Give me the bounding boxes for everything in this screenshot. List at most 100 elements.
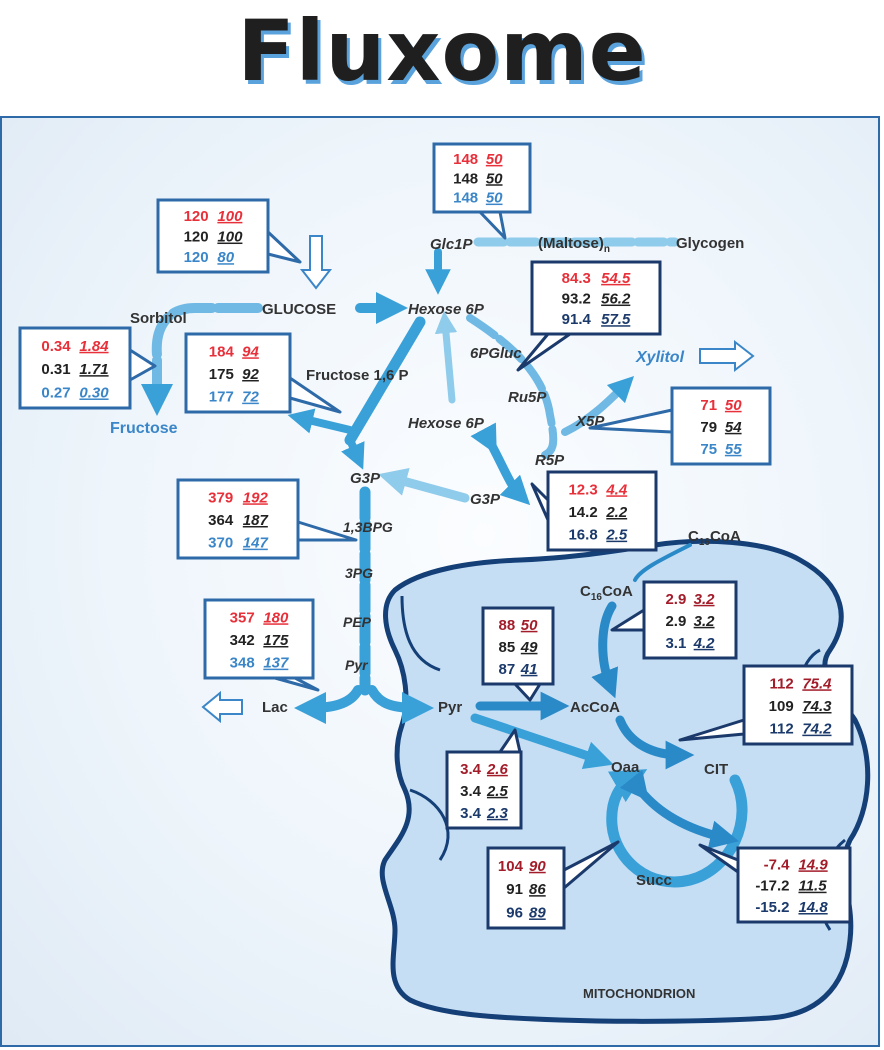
flux-value: 84.3 [562,270,591,287]
flux-value-relative: 90 [529,858,546,875]
arrow-pyr-mito [367,685,435,724]
flux-value: -15.2 [755,899,789,916]
flux-value-relative: 92 [242,366,259,383]
c16coa-out-sub: 16 [699,537,711,548]
flux-value-relative: 50 [486,190,503,207]
arrow-hexose6p-ru5p [466,314,558,459]
flux-box-pointer [478,210,507,240]
flux-value-relative: 50 [486,151,503,168]
flux-box-inner [436,146,528,210]
flux-box-inner [485,610,551,682]
flux-value: 175 [209,366,234,383]
flux-value: 91 [506,881,523,898]
flux-value: 91.4 [562,311,592,328]
flux-box-pointer [562,840,620,890]
flux-value: 12.3 [568,481,597,498]
flux-value-relative: 180 [263,609,289,626]
label-lac: Lac [262,699,288,716]
label-glucose: GLUCOSE [262,301,336,318]
arrow-glucose-sorbitol [140,303,263,417]
arrow-f16p-split-left [287,408,354,434]
flux-value-relative: 14.9 [798,856,828,873]
label-maltose-text: (Maltose) [538,235,604,252]
flux-value-relative: 86 [529,881,546,898]
c16coa-out-tail: CoA [710,528,741,545]
flux-value-relative: 57.5 [601,311,631,328]
flux-value: -7.4 [764,856,791,873]
flux-value: 79 [700,419,717,436]
flux-value: 0.34 [41,338,71,355]
label-ru5p: Ru5P [508,389,547,406]
flux-value: 342 [230,632,255,649]
flux-value-relative: 3.2 [694,613,716,630]
flux-value: 85 [499,639,516,656]
flux-box-inner [22,330,128,406]
lactate-out-arrow [201,690,243,724]
flux-value: 104 [498,858,524,875]
flux-box-pointer [516,332,572,372]
flux-box-pointer [588,408,674,434]
flux-value-relative: 54 [725,419,742,436]
flux-value-relative: 74.2 [802,721,832,738]
flux-value: 370 [208,535,233,552]
flux-value-relative: 2.5 [486,783,509,800]
label-mitochondrion: MITOCHONDRION [583,986,695,1001]
flux-box-pointer [296,520,358,542]
flux-value-relative: 14.8 [798,899,828,916]
arrow-accoa-cit [615,715,695,770]
flux-value-relative: 56.2 [601,291,631,308]
c16coa-in-tail: CoA [602,583,633,600]
flux-value-relative: 4.4 [605,481,628,498]
flux-box-pointer [610,608,646,632]
label-fructose: Fructose [110,420,178,437]
flux-value: 148 [453,151,478,168]
flux-value-relative: 4.2 [693,635,716,652]
flux-value: 3.4 [460,783,482,800]
label-fructose16p: Fructose 1,6 P [306,367,409,384]
flux-value: 75 [700,441,717,458]
flux-value: 0.31 [41,361,70,378]
flux-value-relative: 49 [520,639,538,656]
flux-box-pointer [273,676,320,692]
flux-value-relative: 2.3 [486,805,509,822]
arrow-hexose6p-f16p [344,316,426,446]
label-glc1p: Glc1P [430,236,474,253]
flux-value-relative: 100 [217,229,243,246]
label-maltose: (Maltose)n [538,235,610,255]
flux-value-relative: 2.5 [605,527,628,544]
label-6pgluc: 6PGluc [470,345,522,362]
flux-value-relative: 75.4 [802,675,832,692]
flux-value-relative: 72 [242,389,259,406]
metabolite-labels: Glc1P (Maltose)n Glycogen GLUCOSE Hexose… [110,235,744,1001]
flux-value: 0.27 [41,384,70,401]
arrow-hexose6p-mid-up [434,310,458,404]
label-pyr: Pyr [345,657,369,673]
flux-value-relative: 0.30 [79,384,109,401]
arrow-pyr-oaa [470,713,614,770]
arrow-x5p-xylitol [561,375,635,436]
label-glycogen: Glycogen [676,235,744,252]
flux-value: 71 [700,397,717,414]
mitochondrion-inner-fold-1 [400,595,441,672]
flux-box-inner [490,850,562,926]
flux-box-inner [740,850,848,920]
flux-value-relative: 187 [243,512,269,529]
label-c16coa-in: C16CoA [580,583,633,603]
page-title: Fluxome [237,2,647,100]
flux-value-relative: 2.2 [605,504,628,521]
flux-value: 148 [453,190,478,207]
flux-value-relative: 147 [243,535,269,552]
label-13bpg: 1,3BPG [343,519,393,535]
flux-value-relative: 55 [725,441,742,458]
flux-box-pointer [698,843,740,874]
label-hexose6p-mid: Hexose 6P [408,415,485,432]
flux-value: 184 [209,343,235,360]
